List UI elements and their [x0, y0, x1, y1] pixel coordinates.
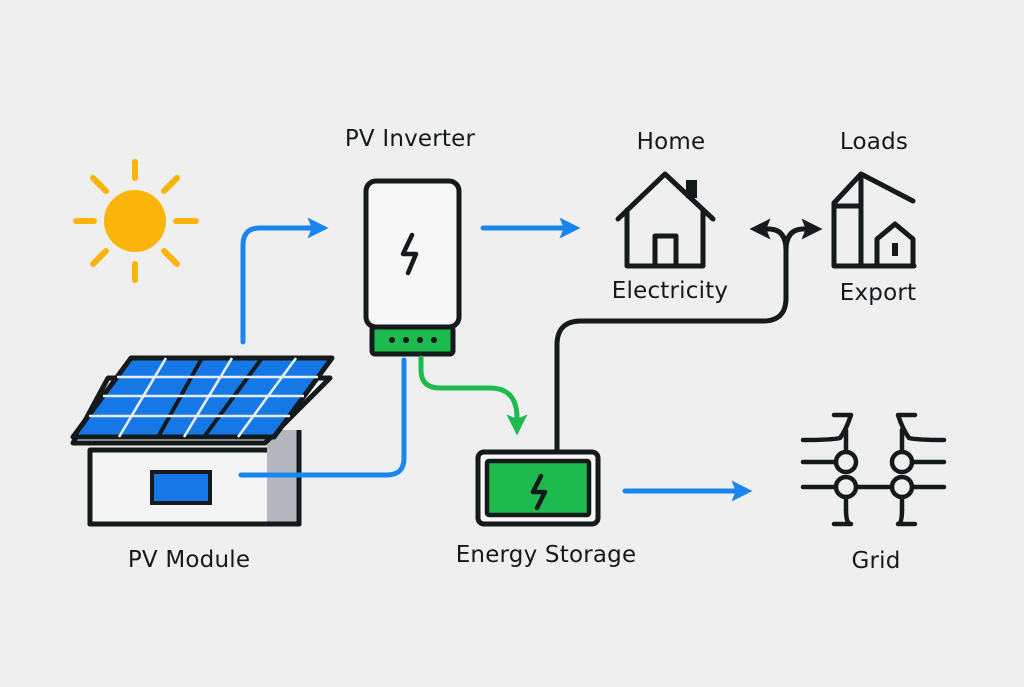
- pv-module-icon: [70, 355, 335, 527]
- home-label: Home: [636, 129, 706, 155]
- sun-icon: [73, 159, 199, 283]
- energy-storage-icon: [475, 449, 601, 527]
- pv-inverter-label: PV Inverter: [344, 126, 476, 152]
- pv-module-label: PV Module: [127, 547, 251, 573]
- flow-inverter-to-module: [238, 357, 407, 478]
- electricity-label: Electricity: [611, 278, 729, 304]
- loads-icon: [831, 171, 917, 269]
- home-icon: [615, 171, 716, 269]
- flow-pv-to-inverter: [240, 217, 329, 345]
- flow-storage-to-home-loads: [554, 237, 789, 453]
- energy-storage-label: Energy Storage: [455, 542, 637, 568]
- pv-inverter-icon: [363, 178, 462, 357]
- loads-label: Loads: [839, 129, 909, 155]
- split-arrow-right: [783, 218, 823, 253]
- grid-icon: [800, 412, 947, 527]
- grid-label: Grid: [851, 548, 901, 574]
- export-label: Export: [839, 280, 917, 306]
- flow-inverter-to-storage: [418, 355, 528, 436]
- split-arrow-left: [749, 218, 789, 253]
